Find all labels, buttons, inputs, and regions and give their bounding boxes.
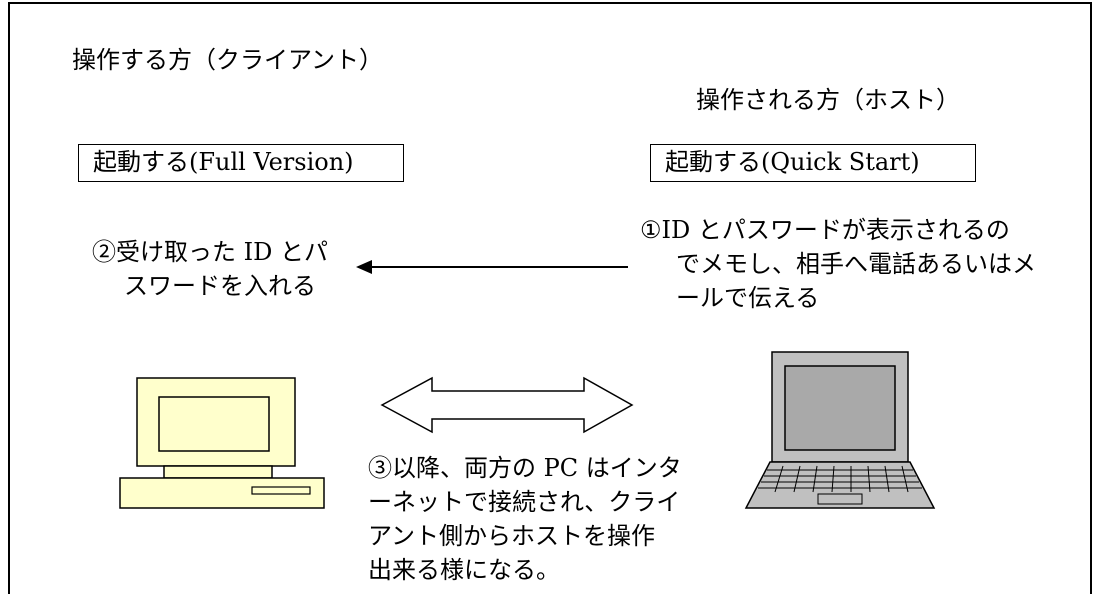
client-heading: 操作する方（クライアント） [72,46,384,74]
step3-line2: ーネットで接続され、クライ [368,488,681,516]
connection-double-arrow [380,376,634,434]
step3-line1: ③以降、両方の PC はインタ [368,454,682,482]
step3-line3: アント側からホストを操作 [368,522,656,550]
desktop-pc-icon [119,377,325,509]
host-launch-box: 起動する(Quick Start) [650,144,976,182]
step2-line1: ②受け取った ID とパ [92,238,328,266]
client-launch-box: 起動する(Full Version) [78,144,404,182]
step3-line4: 出来る様になる。 [368,556,560,584]
laptop-pc-icon [744,351,936,509]
step1-line1: ①ID とパスワードが表示されるの [640,216,1010,244]
step1-line2: でメモし、相手へ電話あるいはメ [676,250,1036,278]
host-heading: 操作される方（ホスト） [696,86,960,114]
diagram-frame [8,2,1092,594]
step2-line2: スワードを入れる [124,272,316,300]
id-transfer-arrow [356,260,628,274]
step1-line3: ールで伝える [676,284,820,312]
